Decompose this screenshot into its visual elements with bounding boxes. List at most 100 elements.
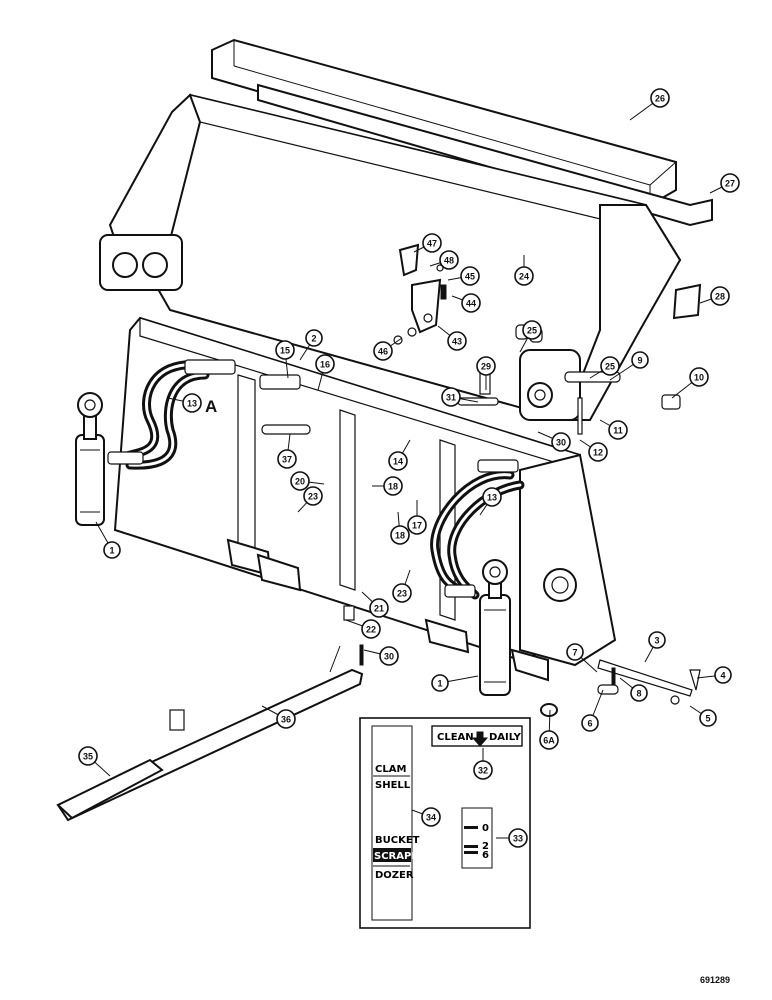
callout-label: 7 — [572, 648, 577, 658]
callout-circle — [630, 684, 648, 702]
callout-label: 8 — [636, 689, 641, 699]
callout-label: 17 — [412, 521, 422, 531]
callout-label: 4 — [720, 671, 725, 681]
callout-circle — [514, 266, 534, 286]
callout-circle — [710, 286, 730, 306]
cylinder-right — [479, 559, 511, 696]
callout-circle — [508, 828, 528, 848]
callout-c48: 48 — [429, 250, 459, 270]
cutting-edge-27 — [257, 83, 713, 227]
callout-circle — [290, 471, 310, 491]
callout-circle — [305, 329, 323, 347]
callout-circle — [315, 354, 335, 374]
callout-circle — [600, 356, 620, 376]
callout-label: 30 — [556, 438, 566, 448]
callout-circle — [714, 666, 732, 684]
callout-label: 48 — [444, 256, 454, 266]
callout-circle — [581, 714, 599, 732]
callout-circle — [460, 266, 480, 286]
callout-label: 10 — [694, 373, 704, 383]
callout-c25a: 25 — [519, 320, 542, 353]
callout-c47: 47 — [413, 233, 442, 253]
callout-circle — [551, 432, 571, 452]
callout-circle — [522, 320, 542, 340]
callout-c11: 11 — [599, 419, 628, 440]
callout-c30b: 30 — [363, 646, 399, 666]
callout-label: 25 — [605, 362, 615, 372]
callout-circle — [539, 730, 559, 750]
callout-circle — [482, 487, 502, 507]
callout-c30a: 30 — [537, 431, 571, 452]
callout-label: 31 — [446, 393, 456, 403]
callout-circle — [373, 341, 393, 361]
callout-c21: 21 — [361, 591, 389, 618]
callout-circle — [78, 746, 98, 766]
callout-c37: 37 — [277, 433, 297, 469]
gauge-mark-0: 0 — [482, 823, 489, 834]
callout-circle — [631, 351, 649, 369]
callout-c46: 46 — [373, 337, 403, 361]
callout-label: 16 — [320, 360, 330, 370]
callout-label: 1 — [437, 679, 442, 689]
callout-circle — [421, 807, 441, 827]
callout-label: 14 — [393, 457, 403, 467]
callout-circle — [275, 340, 295, 360]
callout-label: 21 — [374, 604, 384, 614]
callout-c27: 27 — [709, 173, 740, 194]
callout-circle — [566, 643, 584, 661]
callout-circle — [699, 709, 717, 727]
callout-circle — [276, 709, 296, 729]
callout-label: 26 — [655, 94, 665, 104]
callout-c12: 12 — [579, 439, 608, 462]
callout-circle — [431, 674, 449, 692]
callout-c24: 24 — [514, 255, 534, 286]
callout-circle — [392, 583, 412, 603]
callout-label: 1 — [109, 546, 114, 556]
gauge-mark-2: 2 — [482, 841, 489, 852]
callout-c45: 45 — [447, 266, 480, 286]
callout-circle — [441, 387, 461, 407]
callout-circle — [447, 331, 467, 351]
decal-daily-label: DAILY — [489, 732, 522, 743]
callout-label: 44 — [466, 299, 476, 309]
loader-frame — [113, 316, 617, 682]
callout-label: 12 — [593, 448, 603, 458]
decal-clean-label: CLEAN — [437, 732, 474, 743]
callout-c22: 22 — [345, 619, 381, 639]
callout-label: 18 — [395, 531, 405, 541]
callout-layer: 11234566A7891011121313141516171818202122… — [78, 88, 740, 848]
callout-circle — [182, 393, 202, 413]
callout-label: 45 — [465, 272, 475, 282]
callout-circle — [361, 619, 381, 639]
callout-circle — [648, 631, 666, 649]
callout-c34: 34 — [411, 807, 441, 827]
callout-c18a: 18 — [372, 476, 403, 496]
callout-circle — [379, 646, 399, 666]
callout-label: 29 — [481, 362, 491, 372]
callout-label: 35 — [83, 752, 93, 762]
callout-label: 15 — [280, 346, 290, 356]
callout-label: 9 — [637, 356, 642, 366]
callout-label: 18 — [388, 482, 398, 492]
callout-c28: 28 — [699, 286, 730, 306]
callout-label: 6A — [543, 736, 555, 746]
callout-circle — [473, 760, 493, 780]
callout-label: 22 — [366, 625, 376, 635]
callout-label: 47 — [427, 239, 437, 249]
callout-c13b: 13 — [479, 487, 502, 516]
callout-c36: 36 — [261, 705, 296, 729]
callout-c23a: 23 — [297, 486, 323, 513]
callout-c14: 14 — [388, 439, 411, 471]
callout-c25b: 25 — [589, 356, 620, 379]
callout-label: 23 — [308, 492, 318, 502]
callout-c20: 20 — [290, 471, 325, 491]
callout-circle — [439, 250, 459, 270]
cutting-edge-26 — [211, 38, 677, 207]
callout-label: 2 — [311, 334, 316, 344]
callout-circle — [383, 476, 403, 496]
callout-label: 37 — [282, 455, 292, 465]
callout-label: 23 — [397, 589, 407, 599]
callout-label: 33 — [513, 834, 523, 844]
callout-label: 28 — [715, 292, 725, 302]
